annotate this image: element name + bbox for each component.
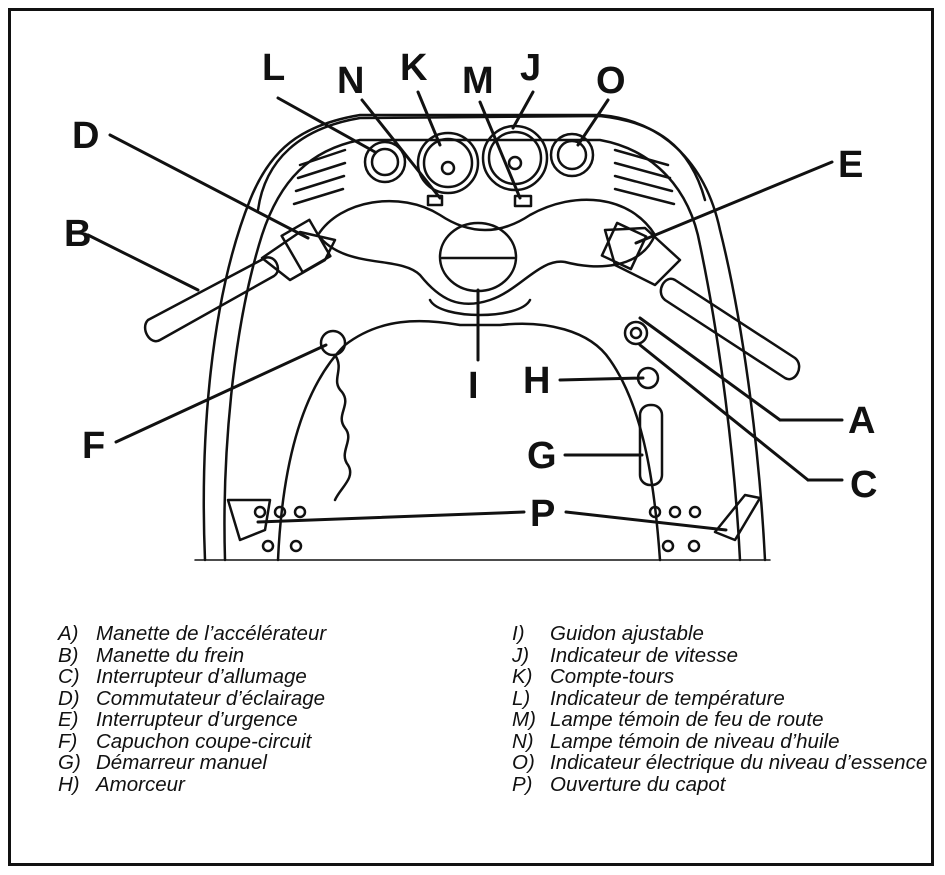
legend-item: I)Guidon ajustable [512, 623, 942, 645]
legend-item: O)Indicateur électrique du niveau d’esse… [512, 752, 942, 774]
callout-N: N [337, 60, 364, 102]
legend-item: M)Lampe témoin de feu de route [512, 709, 942, 731]
callout-A: A [848, 400, 875, 442]
left-vent [294, 150, 345, 204]
leader-lines [88, 92, 842, 530]
callout-J: J [520, 47, 541, 89]
legend-item: J)Indicateur de vitesse [512, 645, 942, 667]
legend-item: N)Lampe témoin de niveau d’huile [512, 731, 942, 753]
legend-right: I)Guidon ajustable J)Indicateur de vites… [512, 623, 942, 795]
legend-item: G)Démarreur manuel [58, 752, 448, 774]
callout-B: B [64, 213, 91, 255]
callout-P: P [530, 493, 555, 535]
legend-left: A)Manette de l’accélérateur B)Manette du… [58, 623, 448, 795]
callout-H: H [523, 360, 550, 402]
ignition-switch [625, 322, 647, 344]
seat-opening [278, 321, 660, 560]
callout-E: E [838, 144, 863, 186]
legend-item: K)Compte-tours [512, 666, 942, 688]
left-grip [145, 257, 278, 341]
right-grip [661, 279, 799, 379]
cutoff-cap [321, 331, 345, 355]
callout-L: L [262, 47, 285, 89]
callout-D: D [72, 115, 99, 157]
legend-item: E)Interrupteur d’urgence [58, 709, 448, 731]
callout-G: G [527, 435, 557, 477]
callout-F: F [82, 425, 105, 467]
hood-inner-line [224, 140, 740, 560]
legend-item: H)Amorceur [58, 774, 448, 796]
legend-item: F)Capuchon coupe-circuit [58, 731, 448, 753]
tether-cord [335, 355, 350, 500]
legend-item: C)Interrupteur d’allumage [58, 666, 448, 688]
callout-O: O [596, 60, 626, 102]
hood-latch-left [228, 500, 270, 540]
legend-item: D)Commutateur d’éclairage [58, 688, 448, 710]
callout-C: C [850, 464, 877, 506]
callout-I: I [468, 365, 479, 407]
legend-item: A)Manette de l’accélérateur [58, 623, 448, 645]
legend-item: L)Indicateur de température [512, 688, 942, 710]
right-vent [615, 150, 674, 204]
highbeam-lamp [515, 196, 531, 206]
callout-K: K [400, 47, 428, 89]
callout-M: M [462, 60, 494, 102]
legend-item: B)Manette du frein [58, 645, 448, 667]
legend-item: P)Ouverture du capot [512, 774, 942, 796]
